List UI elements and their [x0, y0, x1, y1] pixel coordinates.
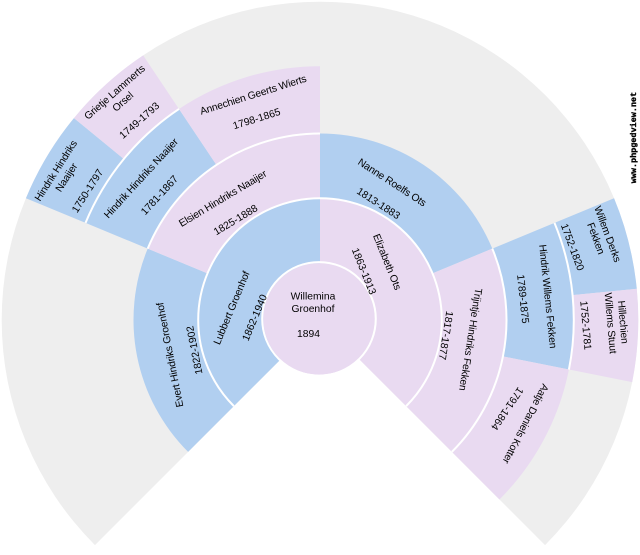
svg-text:1752-1781: 1752-1781: [577, 300, 592, 350]
svg-text:Willems Stuut: Willems Stuut: [602, 292, 618, 354]
svg-text:Willemina: Willemina: [291, 292, 336, 303]
svg-text:Hillechien: Hillechien: [615, 300, 630, 344]
svg-text:www.phpgedview.net: www.phpgedview.net: [629, 92, 639, 183]
svg-text:1789-1875: 1789-1875: [514, 274, 530, 324]
svg-text:1894: 1894: [297, 329, 320, 340]
svg-text:Groenhof: Groenhof: [292, 304, 335, 315]
